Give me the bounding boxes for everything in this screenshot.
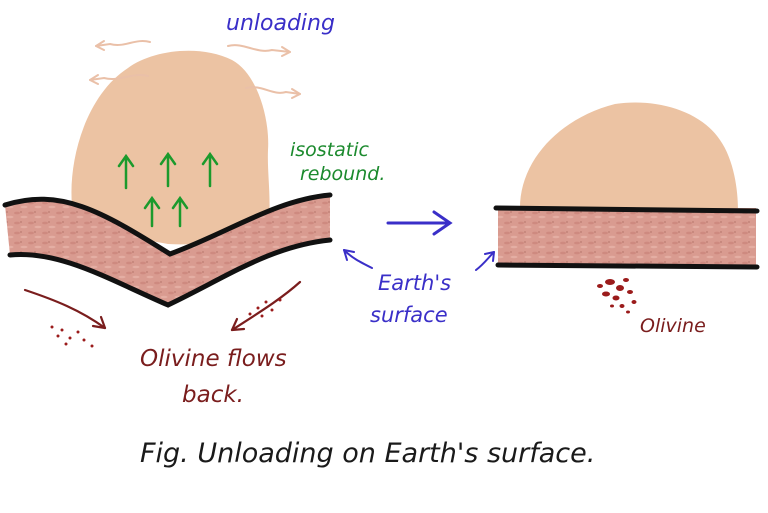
crust-layer-left xyxy=(5,195,330,305)
olivine-cluster xyxy=(597,278,637,314)
earth-surface-pointers xyxy=(343,249,495,271)
figure-caption: Fig. Unloading on Earth's surface. xyxy=(140,438,595,469)
olivine-flows-label-line1: Olivine flows xyxy=(140,346,287,372)
crust-top-outline-left xyxy=(2,192,333,257)
olivine-flow-arrows xyxy=(23,280,302,332)
isostatic-rebound-arrows xyxy=(117,151,219,228)
ice-mass-right xyxy=(520,102,738,210)
transition-arrow xyxy=(386,210,453,236)
crust-top-outline-right xyxy=(493,205,760,214)
crust-bottom-outline-right xyxy=(495,262,760,270)
crust-bottom-outline-left xyxy=(7,237,333,308)
unloading-label: unloading xyxy=(226,11,335,36)
ice-mass-left xyxy=(71,50,270,245)
olivine-flow-dots xyxy=(50,298,282,348)
crust-layer-right xyxy=(498,208,756,265)
unloading-wave-arrows xyxy=(89,40,301,99)
olivine-flows-label-line2: back. xyxy=(182,382,244,408)
isostatic-label-line2: rebound. xyxy=(300,163,385,185)
earth-surface-label-line2: surface xyxy=(370,303,448,327)
earth-surface-label-line1: Earth's xyxy=(378,271,451,295)
isostatic-label-line1: isostatic xyxy=(290,139,370,161)
olivine-label: Olivine xyxy=(640,315,706,337)
